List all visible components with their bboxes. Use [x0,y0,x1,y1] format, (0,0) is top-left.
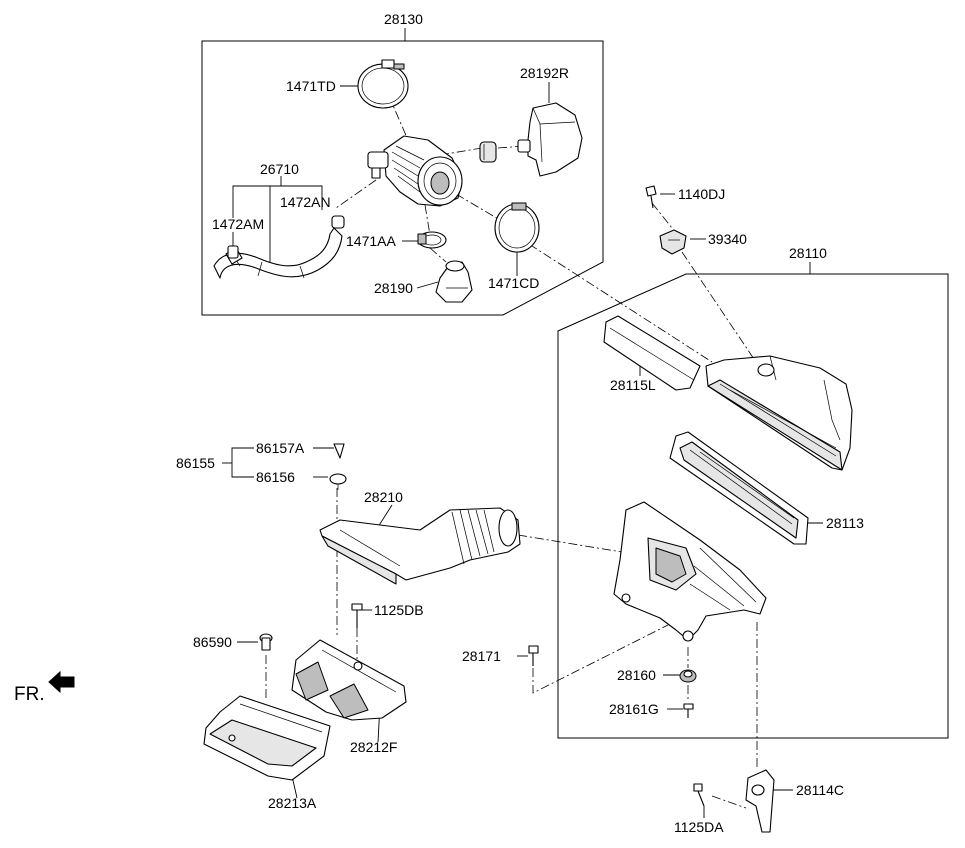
label-28160: 28160 [617,667,656,683]
label-28210: 28210 [364,489,403,505]
clamp-1471TD [357,59,409,109]
label-28114C: 28114C [796,782,844,798]
hose-28190 [435,260,473,303]
resonator-28192R [517,102,583,177]
insulator-28160 [679,669,697,683]
lower-housing [613,501,767,642]
label-28115L: 28115L [610,377,656,393]
bracket-28114C [745,769,775,833]
label-1472AM: 1472AM [212,216,264,232]
label-86157A: 86157A [256,440,305,456]
arrow-left-icon [48,670,75,694]
label-28113: 28113 [826,515,864,531]
assembly-box-28110 [557,273,949,739]
bolt-28171 [528,645,539,666]
bolt-28161G [683,703,694,718]
label-86155: 86155 [176,455,215,471]
assembly-lines [265,79,761,809]
pin-86157A [333,443,345,459]
cover-28115L [603,315,701,391]
label-86156: 86156 [256,469,295,485]
label-1125DB: 1125DB [374,602,424,618]
grommet-86156 [329,473,347,490]
part-number-labels: 28130 1471TD 28192R 26710 1472AN 1472AM … [176,11,864,835]
label-28130: 28130 [384,11,423,27]
label-28171: 28171 [462,648,501,664]
clip-86590 [259,633,273,651]
clip-1472AM [227,245,239,259]
duct-28212F [291,639,407,721]
clip-1472AN [331,215,345,229]
assembly-box-28130 [201,40,604,316]
upper-housing [705,355,853,471]
label-86590: 86590 [193,634,232,650]
bolt-1140DJ [645,185,657,209]
label-1472AN: 1472AN [280,194,331,210]
label-28212F: 28212F [350,739,397,755]
label-1125DA: 1125DA [674,819,724,835]
label-39340: 39340 [708,231,747,247]
label-1471AA: 1471AA [346,233,396,249]
label-1471TD: 1471TD [286,78,336,94]
label-28192R: 28192R [520,65,569,81]
clamp-small-1 [479,141,497,163]
label-26710: 26710 [260,161,299,177]
clamp-1471AA [417,231,447,249]
label-28161G: 28161G [609,701,659,717]
label-28213A: 28213A [268,795,317,811]
intake-duct-28210 [319,507,521,585]
bolt-1125DA [693,783,705,807]
label-28190: 28190 [374,280,413,296]
clamp-1471CD [494,202,540,253]
label-28110: 28110 [789,245,827,261]
front-direction-indicator: FR. [14,670,75,705]
front-label: FR. [14,684,45,705]
bolt-1125DB [351,603,363,628]
grommet-39340 [659,229,687,255]
label-1471CD: 1471CD [488,275,539,291]
under-cover-28213A [203,695,331,781]
airflow-sensor-housing [367,135,463,207]
filter-element-28113 [669,431,809,545]
label-1140DJ: 1140DJ [678,186,725,202]
